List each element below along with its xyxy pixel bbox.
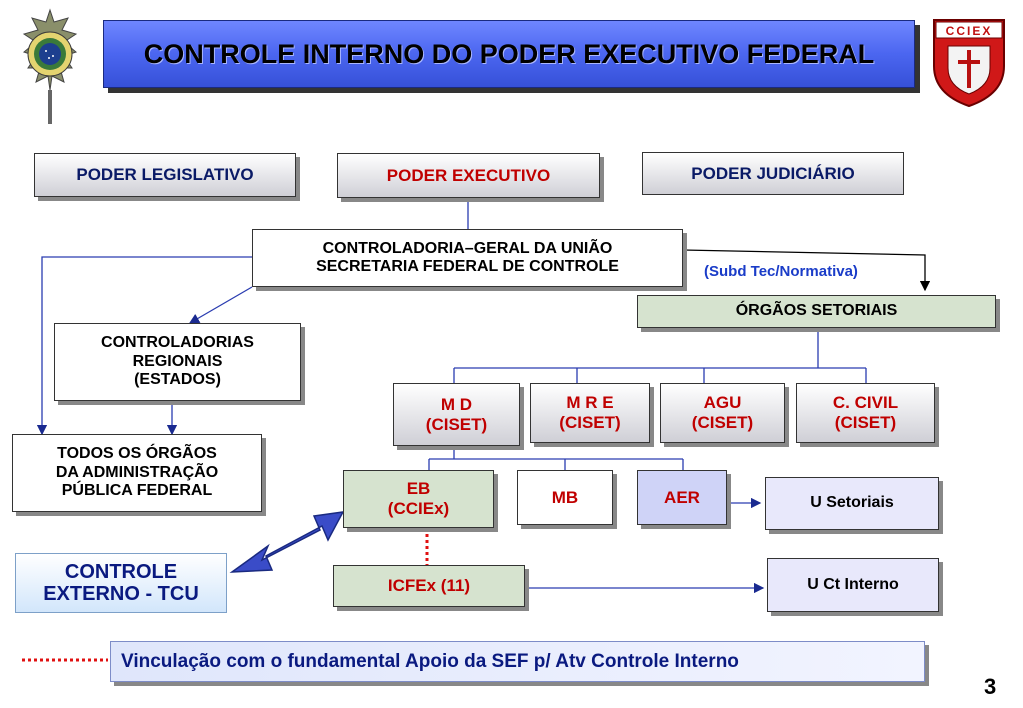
controladorias-regionais-box: CONTROLADORIAS REGIONAIS (ESTADOS)	[54, 323, 301, 401]
ciset-md-box: M D (CISET)	[393, 383, 520, 446]
title-bar: CONTROLE INTERNO DO PODER EXECUTIVO FEDE…	[103, 20, 915, 88]
subd-tec-normativa-label: (Subd Tec/Normativa)	[704, 263, 858, 280]
ciset-agu-box: AGU (CISET)	[660, 383, 785, 443]
cgu-box: CONTROLADORIA–GERAL DA UNIÃO SECRETARIA …	[252, 229, 683, 287]
poder-executivo-box: PODER EXECUTIVO	[337, 153, 600, 198]
cciex-shield-label: CCIEX	[945, 24, 993, 38]
ciset-civil-box: C. CIVIL (CISET)	[796, 383, 935, 443]
footer-note: Vinculação com o fundamental Apoio da SE…	[110, 641, 925, 682]
army-emblem-icon	[18, 8, 82, 126]
page-number: 3	[984, 674, 997, 699]
todos-orgaos-box: TODOS OS ÓRGÃOS DA ADMINISTRAÇÃO PÚBLICA…	[12, 434, 262, 512]
u-ct-interno-box: U Ct Interno	[767, 558, 939, 612]
cciex-shield-icon: CCIEX	[930, 16, 1008, 108]
eb-cciex-box: EB (CCIEx)	[343, 470, 494, 528]
icfex-box: ICFEx (11)	[333, 565, 525, 607]
footer-note-text: Vinculação com o fundamental Apoio da SE…	[121, 650, 739, 672]
aer-box: AER	[637, 470, 727, 525]
mb-box: MB	[517, 470, 613, 525]
poder-legislativo-box: PODER LEGISLATIVO	[34, 153, 296, 197]
page-title: CONTROLE INTERNO DO PODER EXECUTIVO FEDE…	[143, 38, 875, 69]
ciset-mre-box: M R E (CISET)	[530, 383, 650, 443]
u-setoriais-box: U Setoriais	[765, 477, 939, 530]
controle-externo-tcu-box: CONTROLE EXTERNO - TCU	[15, 553, 227, 613]
poder-judiciario-box: PODER JUDICIÁRIO	[642, 152, 904, 195]
double-arrow-icon	[229, 511, 345, 573]
orgaos-setoriais-box: ÓRGÃOS SETORIAIS	[637, 295, 996, 328]
